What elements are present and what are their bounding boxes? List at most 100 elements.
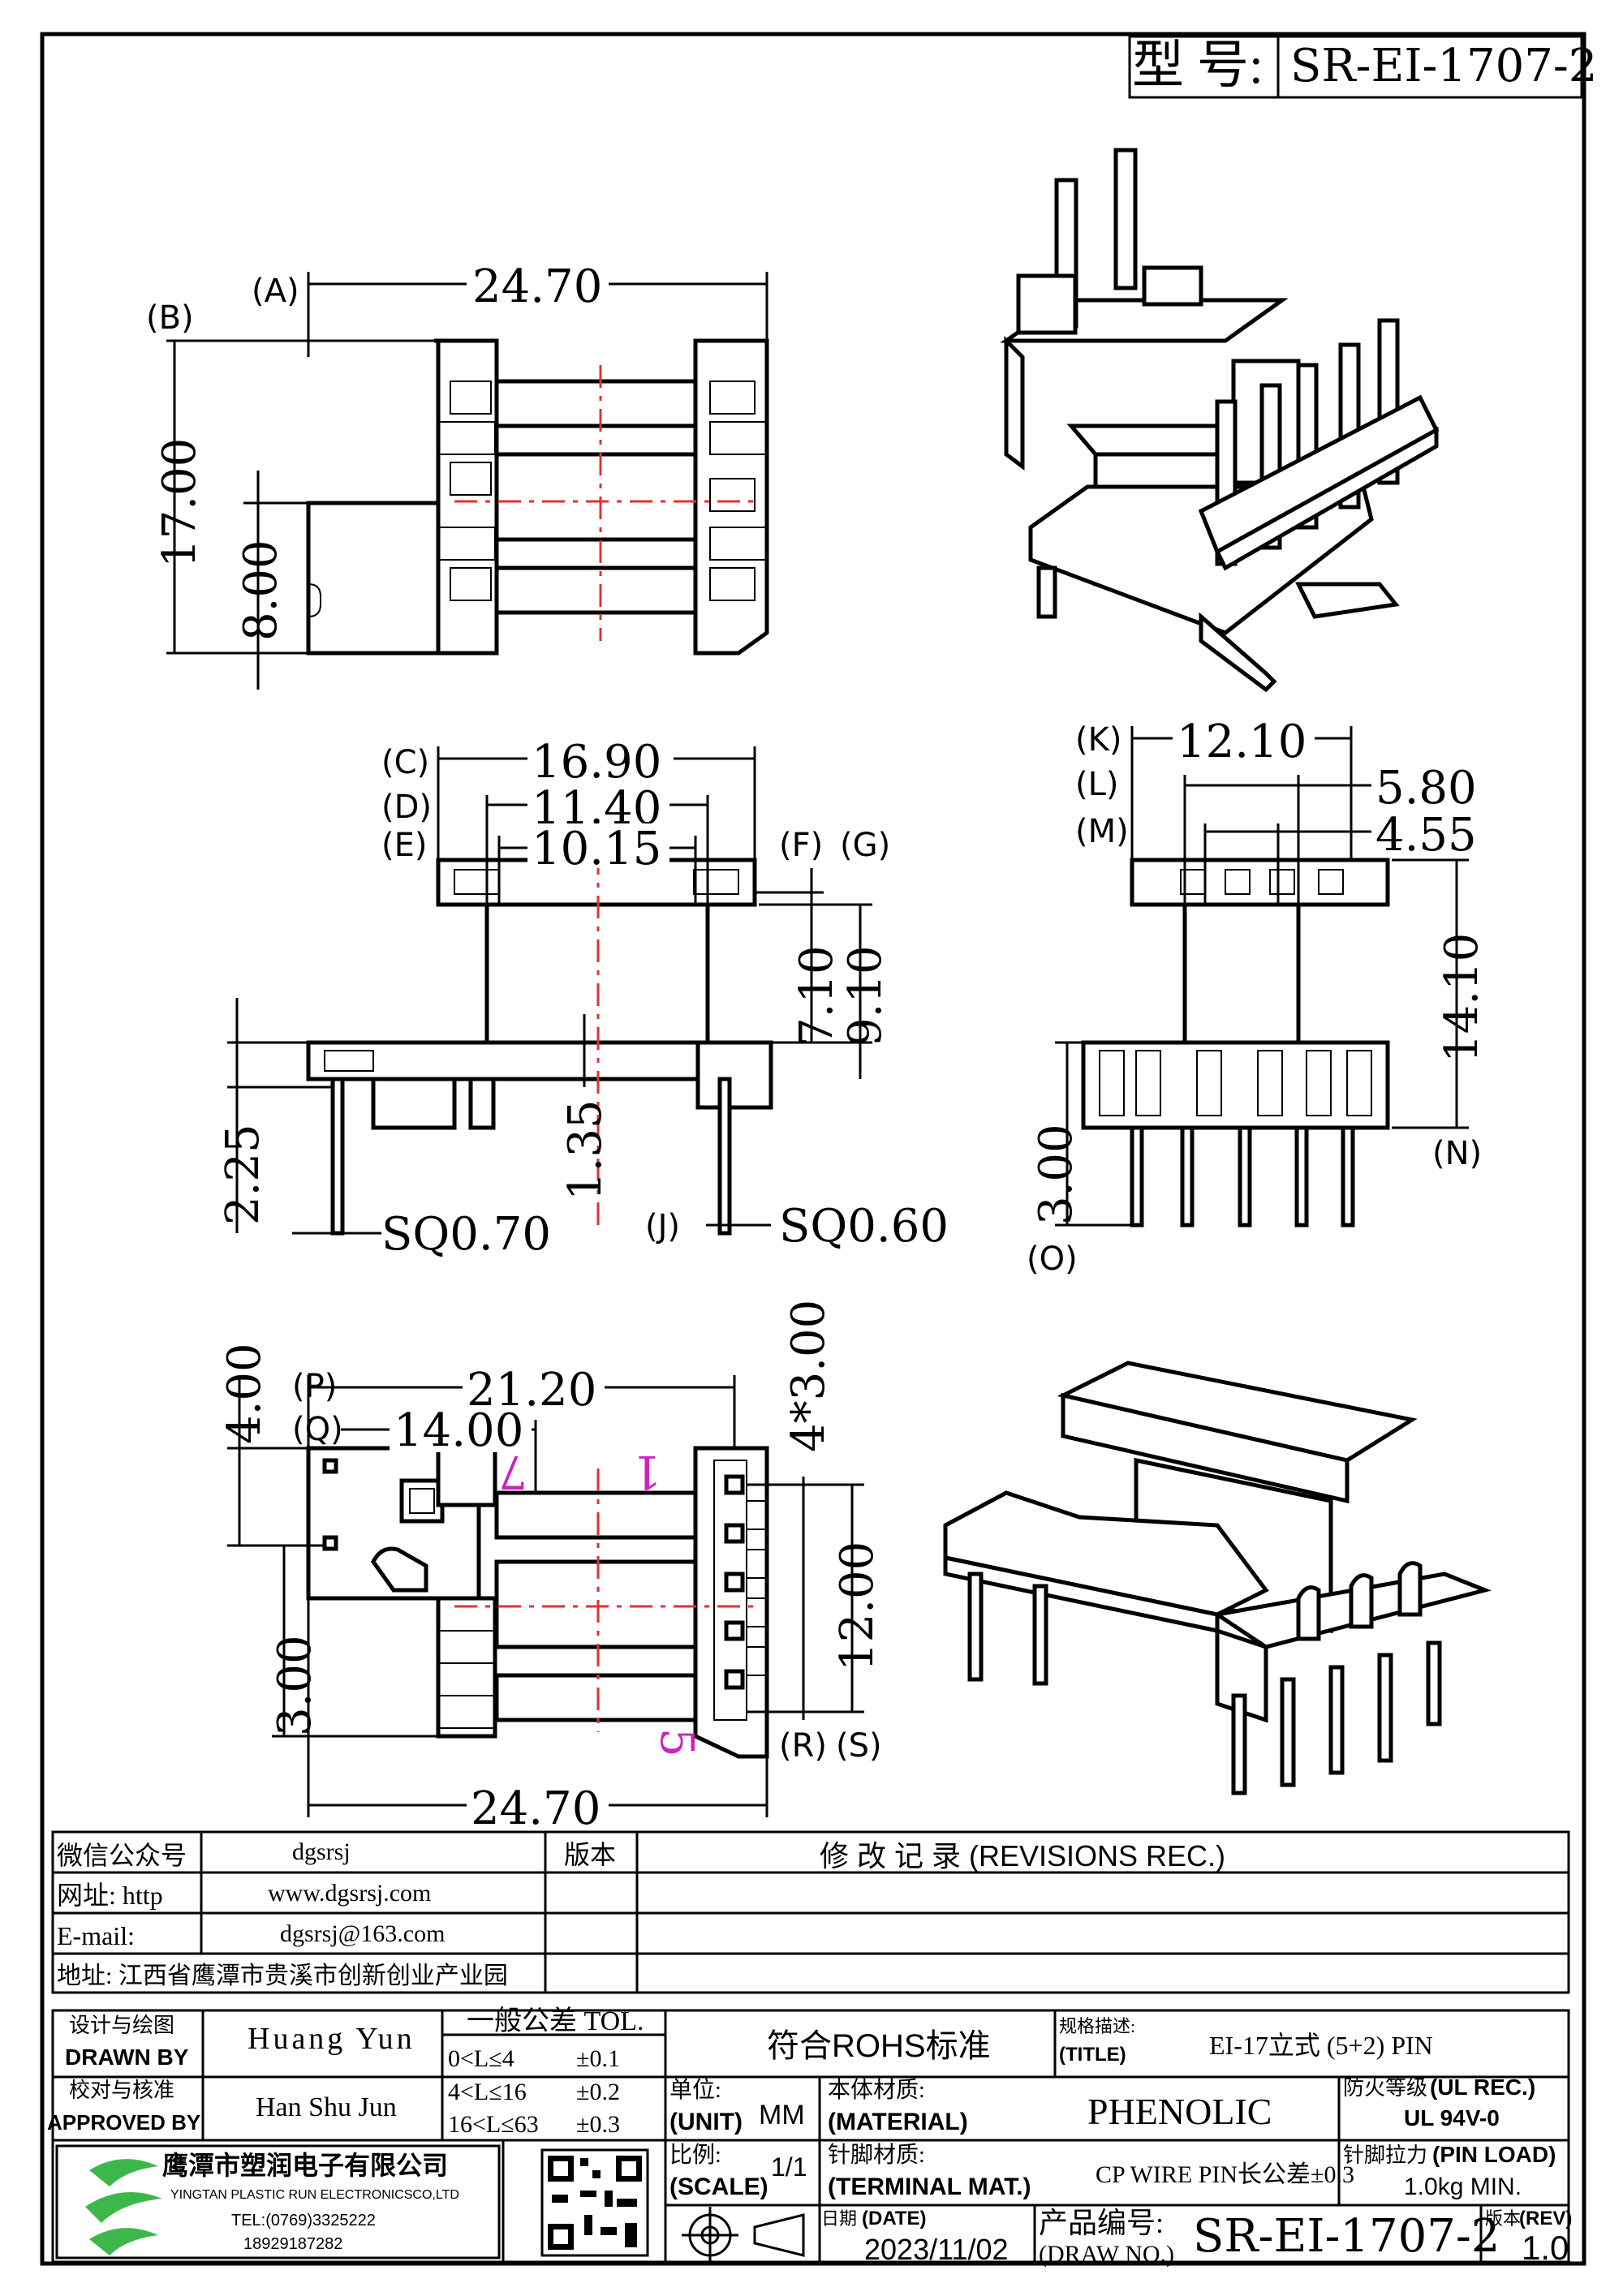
- ref-g: (G): [840, 827, 890, 864]
- pinload-value: 1.0kg MIN.: [1404, 2173, 1522, 2200]
- pin-mark-5: 5: [650, 1728, 703, 1757]
- company-logo: [85, 2159, 162, 2255]
- rev-en: (REV): [1519, 2208, 1572, 2229]
- drawno-value: SR-EI-1707-2: [1193, 2210, 1500, 2263]
- side-k-dim: 12.10: [1177, 716, 1307, 768]
- ref-s: (S): [836, 1727, 882, 1765]
- title-value: EI-17立式 (5+2) PIN: [1209, 2031, 1433, 2060]
- web-value: www.dgsrsj.com: [268, 1880, 431, 1907]
- company-en: YINGTAN PLASTIC RUN ELECTRONICSCO,LTD: [170, 2188, 459, 2202]
- front-c-dim: 16.90: [532, 736, 661, 789]
- tol-title: 一般公差 TOL.: [467, 2006, 644, 2036]
- flame-en: (UL REC.): [1430, 2075, 1535, 2100]
- approved-en: APPROVED BY: [47, 2110, 200, 2135]
- rohs-label: 符合ROHS标准: [767, 2028, 991, 2064]
- bottom-left-bottom-dim: 3.00: [269, 1635, 321, 1736]
- top-width-dim: 24.70: [472, 260, 602, 313]
- model-label: 型 号:: [1132, 37, 1264, 94]
- side-height-dim: 14.10: [1436, 933, 1488, 1063]
- approved-cn: 校对与核准: [69, 2079, 174, 2102]
- title-table: 设计与绘图 DRAWN BY Huang Yun 校对与核准 APPROVED …: [47, 2006, 1572, 2268]
- ref-r: (R): [779, 1727, 827, 1765]
- bottom-view: 7 1 5 21.20 (P) 14.00 (Q) 4.00 4*3.00 12…: [218, 1300, 884, 1835]
- tol-value-1: ±0.1: [576, 2045, 620, 2072]
- ref-f: (F): [779, 827, 823, 864]
- tol-value-3: ±0.3: [576, 2111, 620, 2138]
- revisions-label: 修 改 记 录 (REVISIONS REC.): [820, 1839, 1225, 1872]
- drawno-en: (DRAW NO.): [1039, 2241, 1174, 2268]
- ref-j: (J): [645, 1208, 680, 1245]
- title-en: (TITLE): [1059, 2044, 1126, 2066]
- info-table: 微信公众号 dgsrsj 网址: http www.dgsrsj.com E-m…: [51, 1830, 1570, 1994]
- isometric-view-bottom: [943, 1361, 1492, 1795]
- unit-cn: 单位:: [669, 2077, 721, 2103]
- rev-value: 1.0: [1522, 2229, 1569, 2267]
- email-label: E-mail:: [57, 1921, 135, 1950]
- scale-cn: 比例:: [669, 2142, 721, 2168]
- top-height-dim: 17.00: [153, 438, 206, 568]
- side-l-dim: 5.80: [1375, 762, 1477, 815]
- top-view: 24.70 (A) (B) 17.00 8.00: [146, 260, 769, 690]
- bottom-pitch-dim: 4*3.00: [782, 1300, 835, 1452]
- version-label: 版本: [564, 1840, 616, 1869]
- ref-o: (O): [1027, 1240, 1078, 1278]
- drawn-name: Huang Yun: [248, 2022, 415, 2056]
- pinload-cn: 针脚拉力: [1343, 2143, 1427, 2167]
- flame-cn: 防火等级: [1343, 2076, 1427, 2100]
- side-pin-dim: 3.00: [1030, 1124, 1083, 1225]
- front-pin-h-dim: 2.25: [217, 1124, 269, 1225]
- pinload-en: (PIN LOAD): [1432, 2142, 1556, 2167]
- top-offset-dim: 8.00: [235, 540, 287, 641]
- side-m-dim: 4.55: [1375, 809, 1477, 862]
- front-h1-dim: 7.10: [790, 945, 843, 1047]
- front-base-dim: 1.35: [559, 1099, 612, 1201]
- qr-code-icon: [540, 2148, 649, 2257]
- material-value: PHENOLIC: [1087, 2091, 1272, 2132]
- sq1-dim: SQ0.70: [381, 1208, 551, 1261]
- date-en: (DATE): [862, 2208, 927, 2229]
- tol-value-2: ±0.2: [576, 2079, 620, 2105]
- ref-c: (C): [381, 744, 429, 781]
- material-cn: 本体材质:: [828, 2077, 925, 2103]
- isometric-view-top: [1000, 148, 1440, 693]
- material-en: (MATERIAL): [828, 2109, 968, 2135]
- ref-l: (L): [1075, 766, 1119, 803]
- scale-en: (SCALE): [669, 2173, 768, 2200]
- tol-range-1: 0<L≤4: [448, 2045, 514, 2072]
- scale-value: 1/1: [771, 2152, 807, 2182]
- drawno-cn: 产品编号:: [1039, 2207, 1164, 2239]
- front-h2-dim: 9.10: [839, 945, 892, 1047]
- terminal-value: CP WIRE PIN长公差±0.3: [1096, 2161, 1354, 2188]
- company-phone: 18929187282: [243, 2235, 342, 2253]
- sheet-border: [40, 32, 1586, 2266]
- ref-d: (D): [381, 789, 432, 826]
- title-cn: 规格描述:: [1059, 2016, 1135, 2036]
- front-e-dim: 10.15: [532, 823, 661, 875]
- terminal-cn: 针脚材质:: [828, 2142, 925, 2168]
- flame-value: UL 94V-0: [1404, 2105, 1500, 2130]
- ref-m: (M): [1075, 813, 1129, 850]
- bottom-width-dim: 24.70: [471, 1782, 601, 1835]
- ref-e: (E): [381, 827, 427, 864]
- model-number: SR-EI-1707-2: [1290, 40, 1597, 92]
- date-cn: 日期: [821, 2208, 857, 2229]
- ref-b: (B): [146, 299, 194, 337]
- pin-mark-1: 1: [632, 1445, 661, 1498]
- email-value: dgsrsj@163.com: [280, 1920, 445, 1947]
- rev-cn: 版本: [1485, 2208, 1521, 2229]
- side-view: 12.10 (K) 5.80 (L) 4.55 (M) 14.10 (N) 3.…: [1027, 714, 1488, 1278]
- bottom-q-dim: 14.00: [394, 1404, 523, 1457]
- wechat-value: dgsrsj: [292, 1838, 351, 1865]
- date-value: 2023/11/02: [864, 2233, 1009, 2266]
- approved-name: Han Shu Jun: [256, 2092, 397, 2122]
- projection-symbol: [682, 2207, 805, 2264]
- ref-q: (Q): [292, 1411, 343, 1448]
- model-header-box: [1128, 35, 1583, 99]
- company-block: [55, 2144, 501, 2259]
- sq2-dim: SQ0.60: [779, 1200, 949, 1253]
- bottom-span-dim: 12.00: [831, 1541, 884, 1671]
- unit-value: MM: [759, 2100, 805, 2130]
- ref-n: (N): [1432, 1135, 1482, 1172]
- ref-p: (P): [292, 1368, 337, 1405]
